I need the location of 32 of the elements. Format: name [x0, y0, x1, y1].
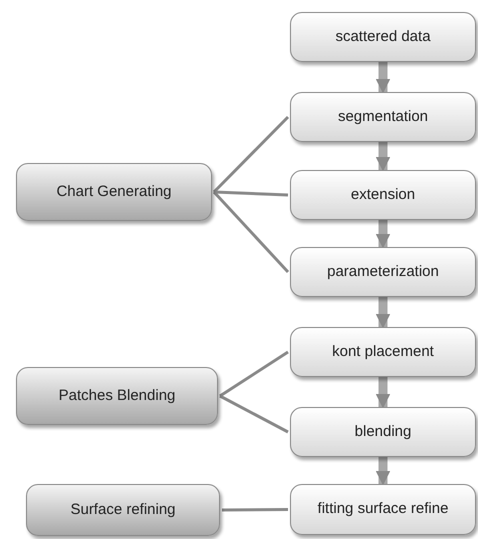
box-label: kont placement [332, 342, 434, 362]
block-arrow [376, 142, 390, 172]
connector-line [219, 394, 289, 434]
box-label: scattered data [335, 26, 431, 47]
box-label: Chart Generating [56, 182, 172, 202]
block-arrow [376, 62, 390, 94]
box-label: segmentation [338, 106, 428, 127]
connector-line [214, 190, 288, 196]
block-arrow [376, 377, 390, 408]
connector-line [212, 116, 290, 194]
process-box [26, 484, 220, 536]
process-box [16, 367, 218, 425]
process-box [290, 327, 476, 377]
block-arrow [376, 220, 390, 248]
process-box [16, 163, 212, 221]
connector-line [212, 190, 290, 274]
box-label: Patches Blending [58, 386, 176, 406]
process-box [290, 12, 476, 62]
process-box [290, 484, 476, 535]
block-arrow [376, 457, 390, 486]
connector-line [219, 350, 289, 398]
connector-line [222, 508, 288, 512]
process-box [290, 407, 476, 457]
process-box [290, 170, 476, 220]
box-label: parameterization [327, 262, 439, 282]
box-label: Surface refining [70, 500, 176, 520]
box-label: extension [350, 184, 416, 205]
box-label: blending [354, 422, 412, 442]
box-label: fitting surface refine [318, 499, 448, 520]
block-arrow [376, 297, 390, 328]
process-box [290, 92, 476, 142]
process-box [290, 247, 476, 297]
